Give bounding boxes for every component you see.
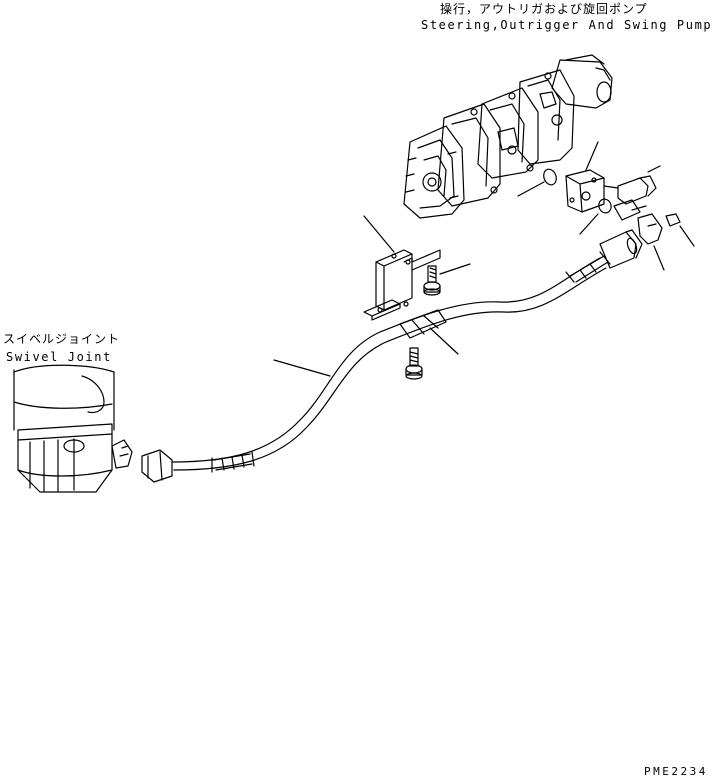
pump-assembly <box>404 55 612 218</box>
pump-fittings <box>518 142 694 270</box>
pump-label-english: Steering,Outrigger And Swing Pump <box>421 18 713 32</box>
bracket <box>364 216 440 320</box>
swivel-label-japanese: スイベルジョイント <box>3 332 121 346</box>
drawing-number: PME2234 <box>644 765 708 778</box>
bolt-lower <box>406 348 422 379</box>
hydraulic-hose <box>142 230 642 482</box>
swivel-joint <box>14 365 132 492</box>
swivel-label-english: Swivel Joint <box>6 350 112 364</box>
bolt-upper <box>424 264 470 295</box>
pump-label-japanese: 操行，アウトリガおよび旋回ポンプ <box>440 2 648 16</box>
